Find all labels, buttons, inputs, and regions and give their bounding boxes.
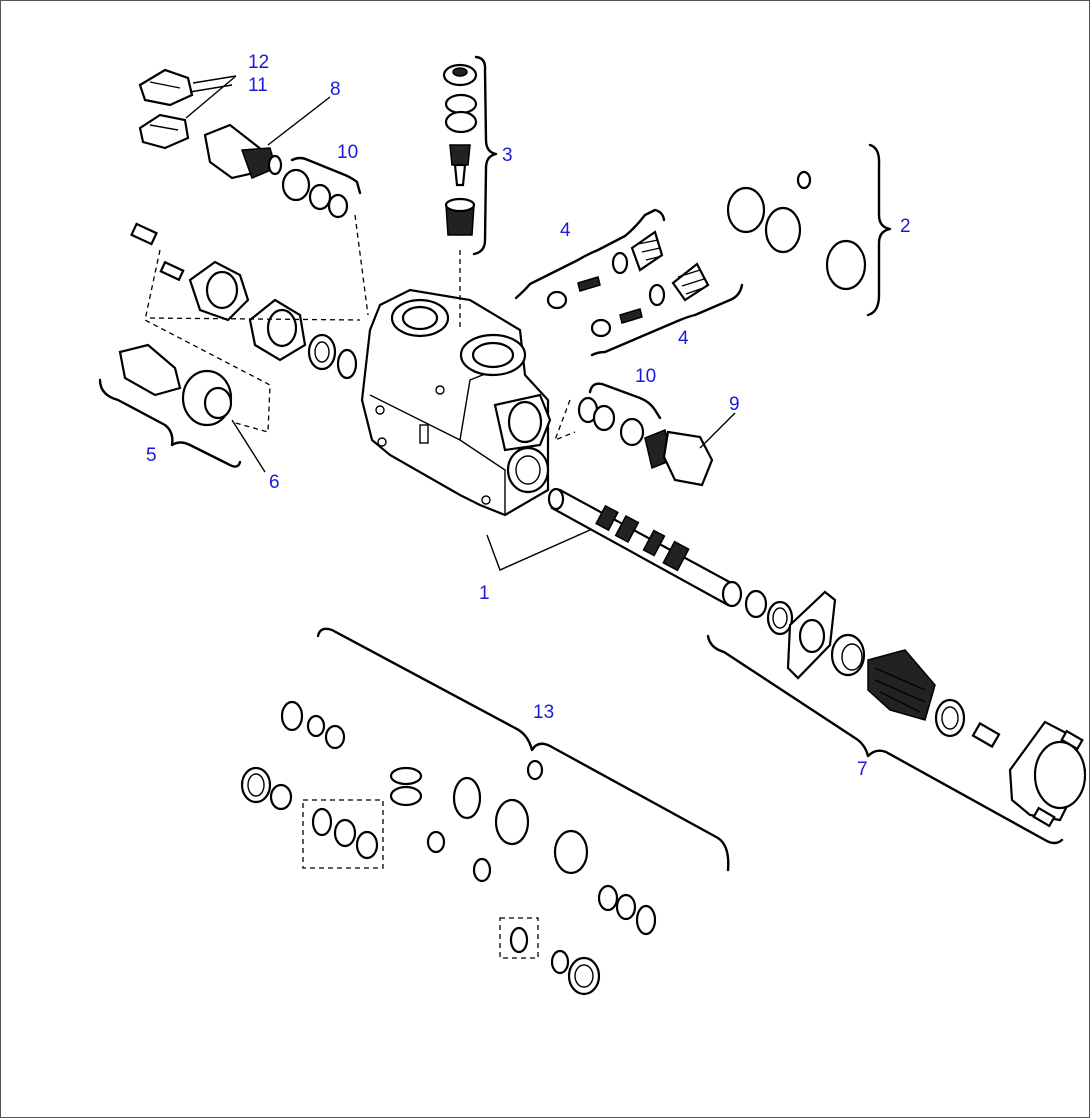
relief-valve-right — [553, 382, 714, 487]
spool-assembly — [547, 487, 743, 608]
relief-valve-left — [138, 68, 362, 219]
callout-7: 7 — [857, 759, 868, 780]
callout-13: 13 — [533, 702, 554, 723]
callout-6: 6 — [269, 472, 280, 493]
callout-12: 12 — [248, 52, 269, 73]
flange-parts — [98, 214, 461, 468]
callout-10-right: 10 — [635, 366, 656, 387]
seal-group-2 — [726, 143, 892, 317]
callout-2: 2 — [900, 216, 911, 237]
callout-10-top: 10 — [337, 142, 358, 163]
callout-5: 5 — [146, 445, 157, 466]
top-valve-parts — [442, 55, 498, 256]
callout-4-top: 4 — [560, 220, 571, 241]
leader-lines — [185, 75, 736, 571]
bracket-7 — [706, 634, 1064, 845]
callout-4-bottom: 4 — [678, 328, 689, 349]
callout-8: 8 — [330, 79, 341, 100]
spring-cover-parts — [744, 589, 1087, 828]
check-valve-parts — [514, 208, 744, 357]
callout-1: 1 — [479, 583, 490, 604]
callout-labels: 1 2 3 4 4 5 6 7 8 9 10 10 11 12 13 — [146, 52, 911, 780]
callout-11: 11 — [248, 75, 268, 96]
callout-3: 3 — [502, 145, 513, 166]
seal-kit — [240, 627, 730, 996]
valve-body — [360, 288, 552, 517]
callout-9: 9 — [729, 394, 740, 415]
